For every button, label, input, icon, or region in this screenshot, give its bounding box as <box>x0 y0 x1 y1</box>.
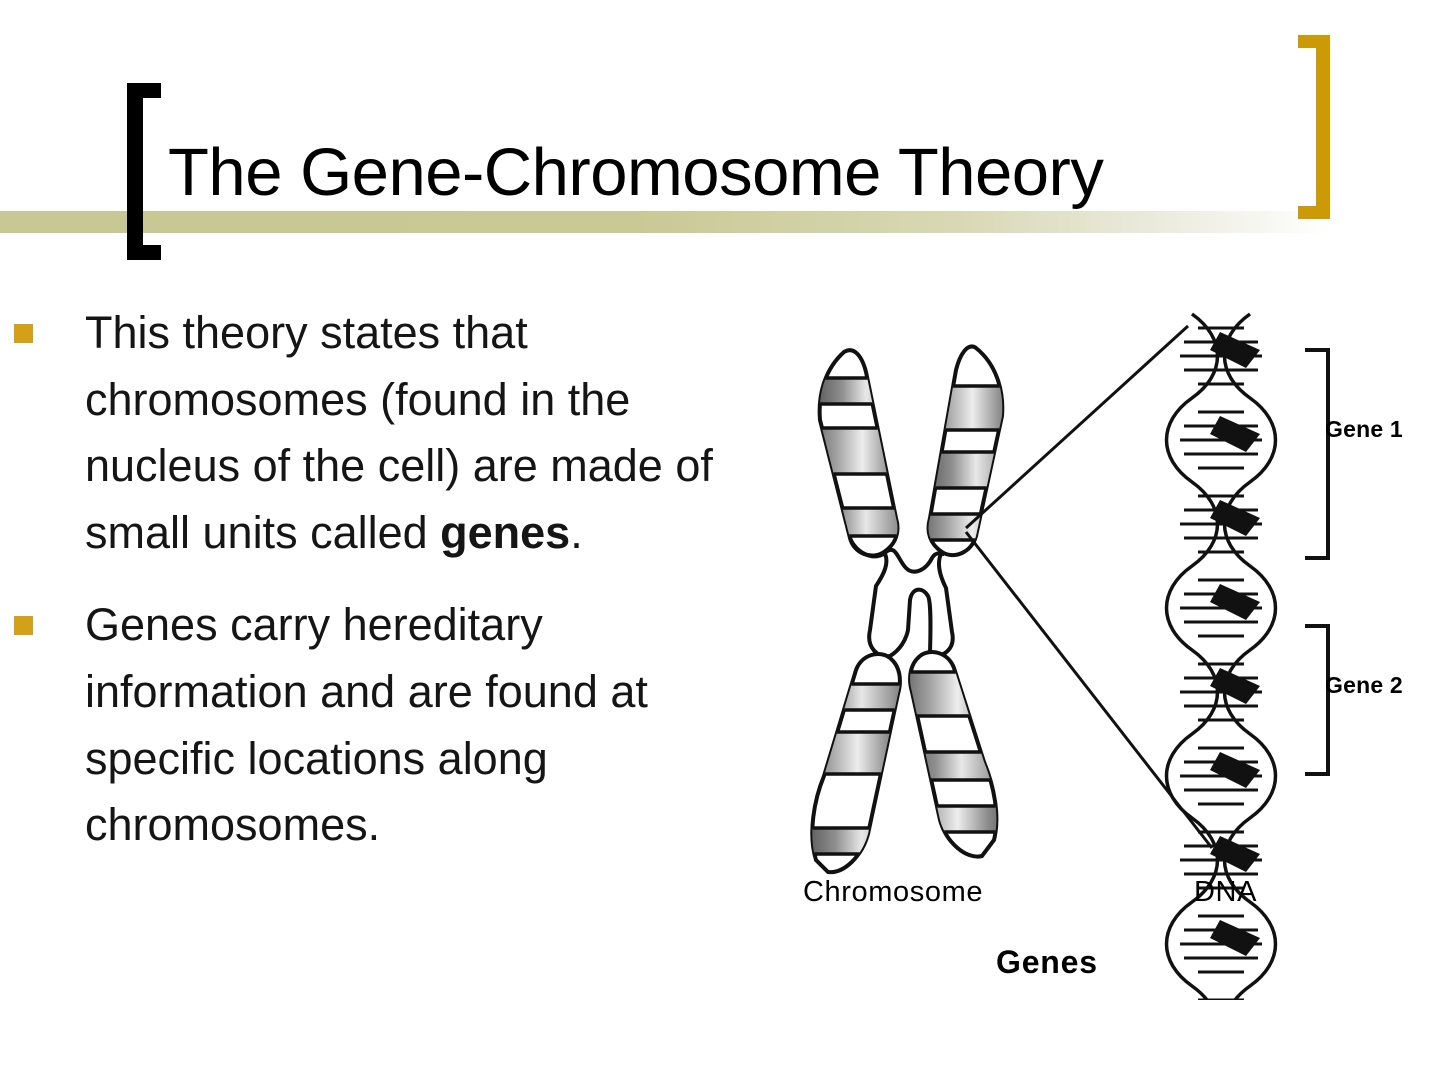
dna-helix-illustration <box>1164 312 1278 1000</box>
genes-label: Genes <box>996 944 1098 980</box>
gene-range-brackets <box>1305 348 1330 776</box>
bullet-1-emphasis: genes <box>440 506 571 558</box>
bullet-text-1: This theory states that chromosomes (fou… <box>85 300 760 566</box>
gene1-label: Gene 1 <box>1325 416 1403 442</box>
bullet-1-tail: . <box>570 506 583 558</box>
chromosome-illustration <box>810 344 1005 875</box>
square-bullet-icon <box>14 324 33 343</box>
page-title: The Gene-Chromosome Theory <box>168 135 1104 210</box>
bracket-open-icon <box>127 83 161 260</box>
list-item: This theory states that chromosomes (fou… <box>0 300 760 566</box>
bullet-list: This theory states that chromosomes (fou… <box>0 300 760 885</box>
chromosome-dna-figure <box>780 300 1440 1000</box>
bracket-close-icon <box>1298 35 1330 219</box>
bullet-text-2: Genes carry hereditary information and a… <box>85 592 760 858</box>
gene1-bracket <box>1305 348 1330 560</box>
figure-svg <box>810 312 1330 1000</box>
square-bullet-icon <box>14 616 33 636</box>
gene2-label: Gene 2 <box>1325 672 1403 698</box>
gene2-bracket <box>1305 624 1330 776</box>
title-accent-band <box>0 211 1330 233</box>
dna-label: DNA <box>1194 876 1258 908</box>
bullet-1-lead: This theory states that chromosomes (fou… <box>85 307 713 558</box>
bullet-2-lead: Genes carry hereditary information and a… <box>85 599 648 851</box>
list-item: Genes carry hereditary information and a… <box>0 592 760 858</box>
chromosome-label: Chromosome <box>803 876 984 908</box>
